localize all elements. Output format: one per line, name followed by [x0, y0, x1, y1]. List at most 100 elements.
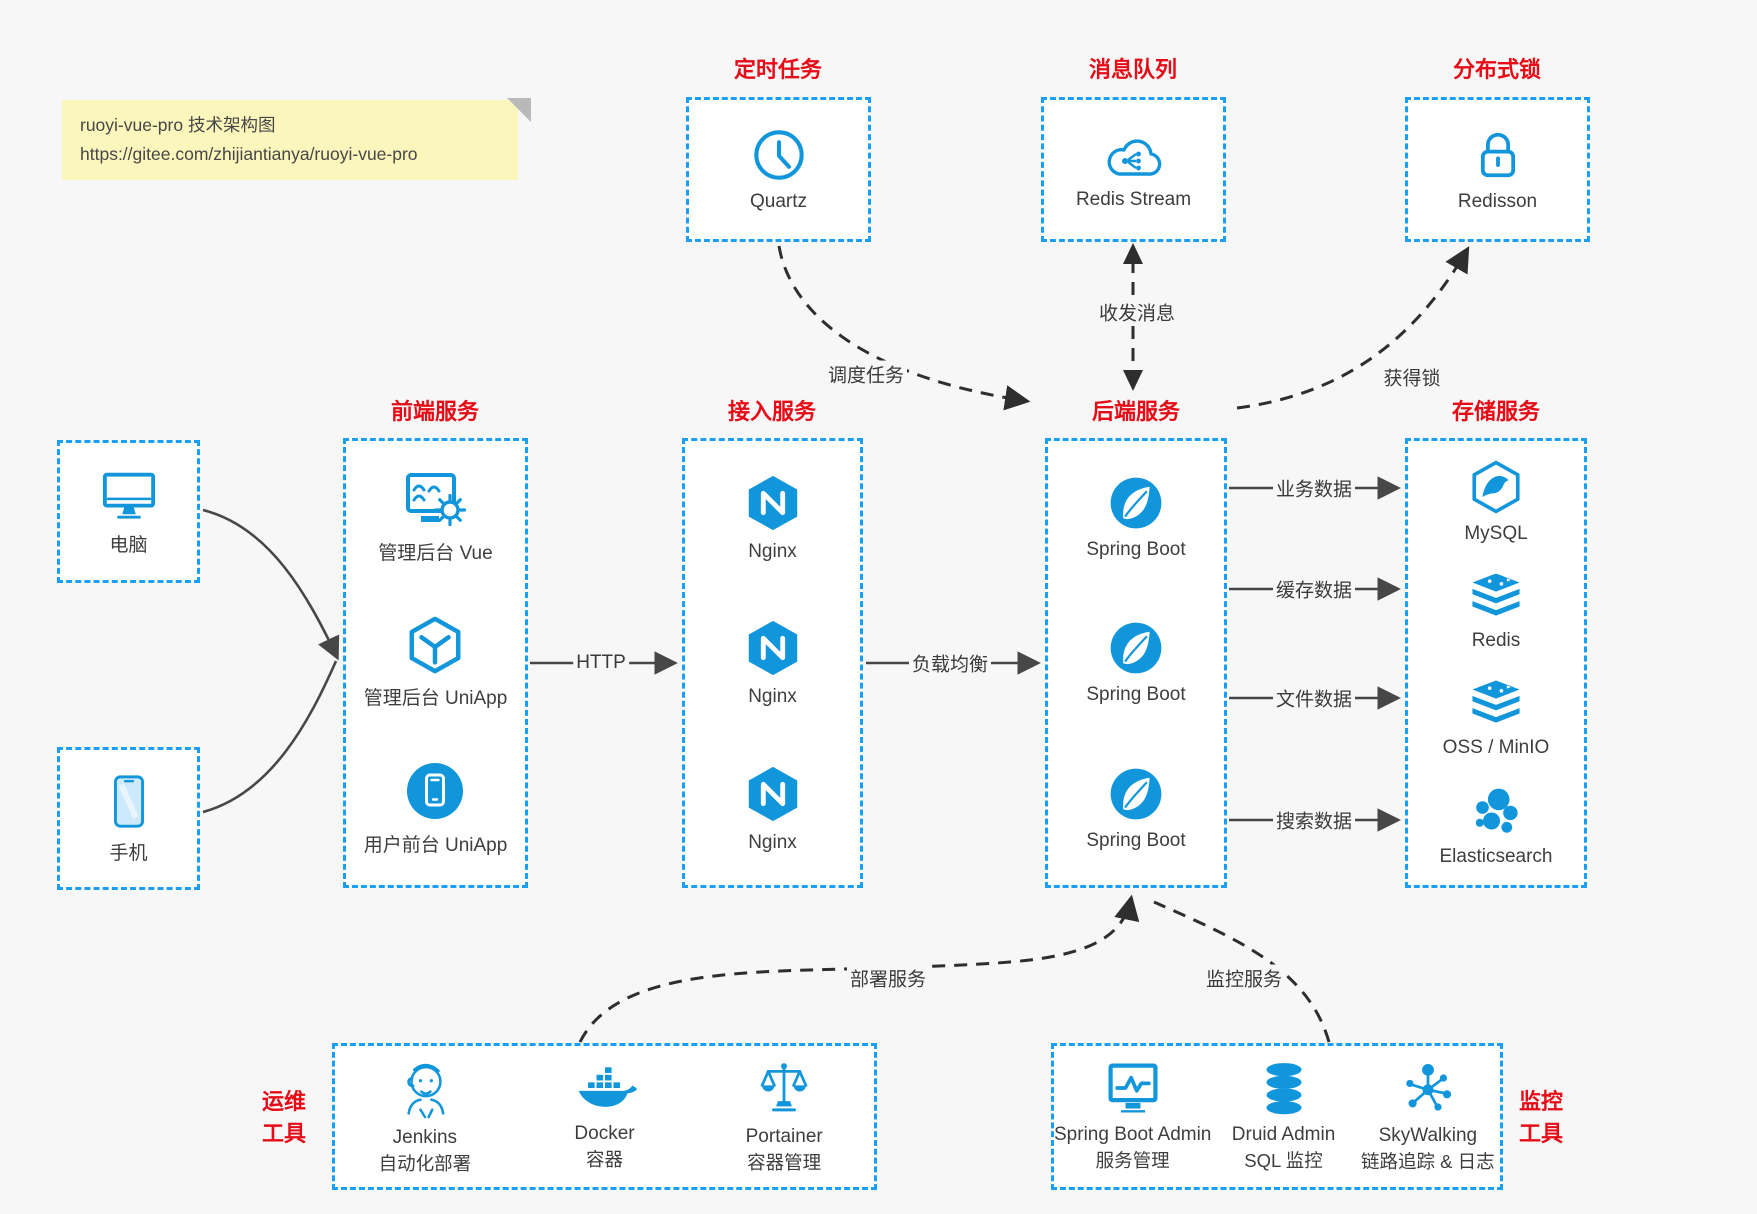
frontend-item-admin-vue: 管理后台 Vue [378, 469, 493, 565]
gateway-item-nginx-1: Nginx [742, 472, 804, 563]
edge-label-deploy-service: 部署服务 [846, 964, 930, 992]
item-label: Spring Boot [1086, 539, 1186, 561]
spring-boot-icon [1107, 765, 1165, 823]
mysql-icon [1467, 458, 1525, 516]
edge-label-file-data: 文件数据 [1272, 684, 1356, 712]
backend-item-springboot-2: Spring Boot [1086, 619, 1186, 706]
edge-label-monitor-service: 监控服务 [1202, 964, 1286, 992]
note-fold-corner [507, 98, 531, 122]
distributed-lock-box: Redisson [1405, 97, 1590, 242]
backend-services-box: Spring Boot Spring Boot Spring Boot [1045, 438, 1227, 888]
item-label: Portainer [745, 1125, 823, 1147]
group-title-backend: 后端服务 [1091, 399, 1181, 424]
item-label: Docker [574, 1122, 635, 1144]
group-title-gateway: 接入服务 [727, 399, 817, 424]
item-label: Redisson [1457, 191, 1538, 212]
portainer-icon [756, 1058, 812, 1118]
frontend-services-box: 管理后台 Vue 管理后台 UniApp 用户前台 UniApp [343, 438, 528, 888]
note-title: ruoyi-vue-pro 技术架构图 [80, 115, 276, 135]
item-sublabel: 服务管理 [1095, 1150, 1170, 1172]
edge-label-cache-data: 缓存数据 [1272, 575, 1356, 603]
elasticsearch-icon [1467, 785, 1525, 839]
edge-deploy-service [578, 894, 1140, 1043]
sticky-note: ruoyi-vue-pro 技术架构图 https://gitee.com/zh… [62, 98, 531, 180]
monitor-item-boot-admin: Spring Boot Admin 服务管理 [1054, 1060, 1211, 1174]
edge-label-load-balance: 负载均衡 [908, 649, 992, 677]
druid-icon [1256, 1060, 1312, 1116]
item-label: 电脑 [109, 534, 148, 556]
edge-label-search-data: 搜索数据 [1272, 806, 1356, 834]
note-url: https://gitee.com/zhijiantianya/ruoyi-vu… [80, 143, 418, 164]
ops-item-docker: Docker 容器 [515, 1061, 695, 1173]
phone-icon [107, 773, 151, 831]
item-sublabel: SQL 监控 [1244, 1150, 1323, 1172]
item-label: Nginx [748, 686, 797, 708]
edge-schedule-task [777, 245, 1031, 411]
backend-item-springboot-3: Spring Boot [1086, 765, 1186, 852]
item-label: 管理后台 UniApp [363, 687, 508, 709]
group-title-frontend: 前端服务 [390, 399, 480, 424]
item-label: Redis Stream [1075, 189, 1192, 210]
arrowhead-down [1123, 370, 1143, 391]
item-label: Spring Boot [1086, 684, 1186, 706]
pc-client-box: 电脑 [57, 440, 200, 583]
item-label: SkyWalking [1378, 1124, 1478, 1146]
nginx-icon [742, 763, 804, 825]
arrowhead-up [1123, 243, 1143, 264]
group-title-message-queue: 消息队列 [1088, 57, 1178, 82]
storage-services-box: MySQL Redis OSS / MinIO Elasticsearch [1405, 438, 1587, 888]
item-label: 手机 [109, 842, 148, 864]
gateway-services-box: Nginx Nginx Nginx [682, 438, 863, 888]
spring-boot-icon [1107, 474, 1165, 532]
group-title-distributed-lock: 分布式锁 [1452, 57, 1542, 82]
monitor-item-druid: Druid Admin SQL 监控 [1211, 1060, 1355, 1174]
nginx-icon [742, 472, 804, 534]
item-sublabel: 自动化部署 [378, 1153, 472, 1175]
message-queue-box: Redis Stream [1041, 97, 1226, 242]
nginx-icon [742, 617, 804, 679]
monitor-tools-box: Spring Boot Admin 服务管理 Druid Admin SQL 监… [1051, 1043, 1503, 1190]
desktop-icon [98, 467, 160, 523]
item-sublabel: 容器管理 [747, 1152, 822, 1174]
storage-stack-icon [1467, 678, 1525, 730]
edge-label-schedule-task: 调度任务 [824, 360, 908, 388]
storage-item-oss-minio: OSS / MinIO [1442, 678, 1550, 759]
edge-label-http: HTTP [573, 652, 629, 674]
skywalking-icon [1399, 1059, 1457, 1117]
item-label: MySQL [1464, 523, 1528, 544]
cloud-stream-icon [1101, 128, 1167, 182]
edge-acquire-lock [1236, 246, 1470, 410]
uniapp-cube-icon [404, 614, 466, 676]
ops-tools-box: Jenkins 自动化部署 Docker 容器 Portainer 容器管理 [332, 1043, 877, 1190]
user-app-icon [403, 759, 467, 823]
storage-item-redis: Redis [1467, 571, 1525, 652]
group-title-monitor-tools: 监控工具 [1518, 1089, 1563, 1146]
group-title-ops-tools: 运维工具 [261, 1089, 306, 1146]
item-sublabel: 容器 [586, 1149, 624, 1171]
item-label: OSS / MinIO [1442, 737, 1550, 758]
edge-label-acquire-lock: 获得锁 [1380, 363, 1444, 391]
storage-item-elasticsearch: Elasticsearch [1440, 785, 1553, 868]
boot-admin-icon [1103, 1060, 1163, 1116]
item-label: Quartz [749, 191, 808, 212]
item-label: Nginx [748, 541, 797, 563]
item-label: Jenkins [392, 1126, 458, 1148]
gateway-item-nginx-3: Nginx [742, 763, 804, 854]
spring-boot-icon [1107, 619, 1165, 677]
item-label: Spring Boot Admin [1054, 1123, 1212, 1145]
monitor-item-skywalking: SkyWalking 链路追踪 & 日志 [1356, 1059, 1500, 1175]
frontend-item-admin-uniapp: 管理后台 UniApp [363, 614, 508, 710]
jenkins-icon [396, 1057, 454, 1119]
redis-stack-icon [1467, 571, 1525, 623]
backend-item-springboot-1: Spring Boot [1086, 474, 1186, 561]
item-label: Druid Admin [1231, 1123, 1336, 1145]
ops-item-jenkins: Jenkins 自动化部署 [335, 1057, 515, 1177]
ops-item-portainer: Portainer 容器管理 [694, 1058, 874, 1176]
item-label: 用户前台 UniApp [363, 834, 508, 856]
item-label: Elasticsearch [1439, 846, 1553, 867]
item-sublabel: 链路追踪 & 日志 [1361, 1151, 1495, 1173]
edge-pc-to-frontend [202, 508, 340, 661]
group-title-storage: 存储服务 [1451, 399, 1541, 424]
docker-icon [573, 1061, 637, 1115]
edge-monitor-service [1153, 900, 1331, 1043]
